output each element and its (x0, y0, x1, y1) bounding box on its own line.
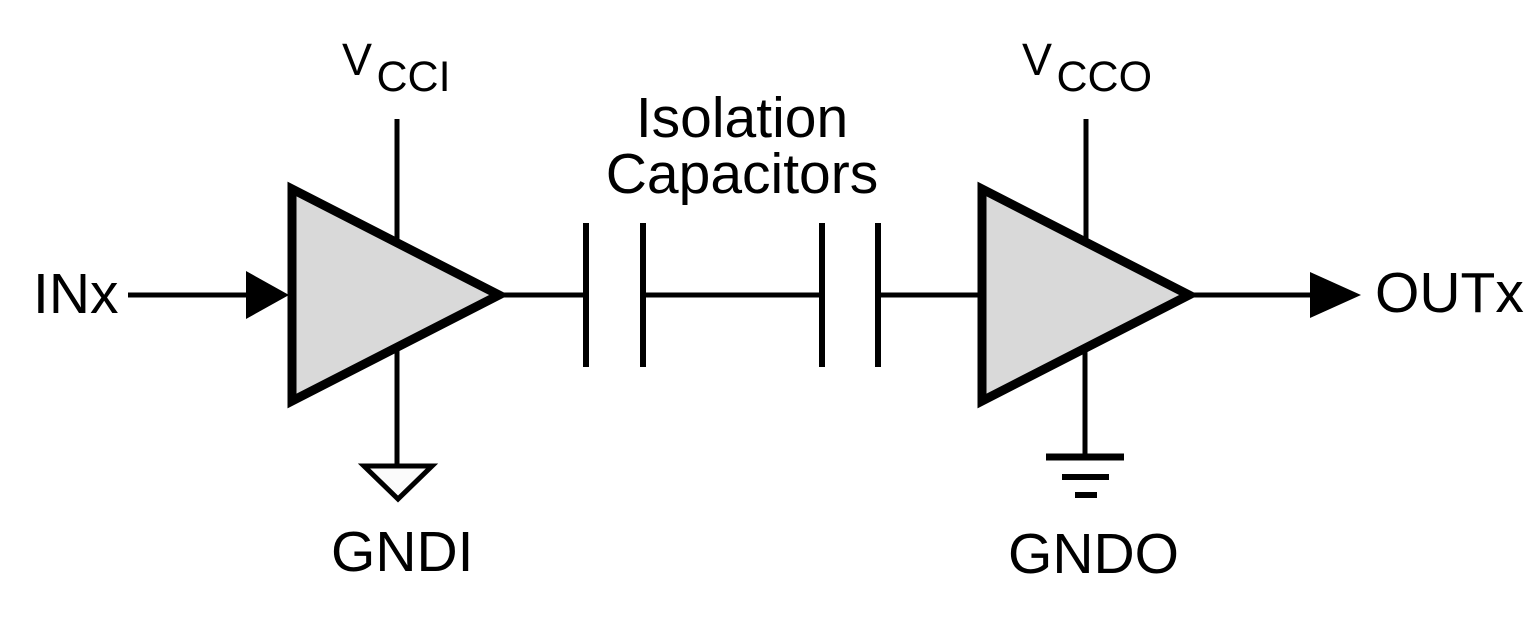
left-supply-label: V CCI (342, 34, 451, 101)
right-supply-label: V CCO (1022, 34, 1152, 101)
title-line-2: Capacitors (606, 142, 878, 206)
input-label: INx (33, 262, 119, 326)
title-line-1: Isolation (636, 86, 848, 150)
isolation-capacitor-1 (583, 223, 646, 367)
left-supply-main: V (342, 34, 372, 85)
input-buffer-triangle-icon (287, 181, 509, 409)
input-arrowhead-icon (246, 271, 289, 319)
output-buffer-triangle-icon (977, 181, 1199, 409)
output-label: OUTx (1375, 261, 1524, 325)
left-ground-label: GNDI (331, 520, 474, 584)
right-supply-subscript: CCO (1056, 53, 1152, 101)
isolation-capacitor-2 (819, 223, 881, 367)
earth-ground-icon (1046, 453, 1124, 498)
right-ground-label: GNDO (1008, 522, 1179, 586)
left-supply-subscript: CCI (376, 53, 450, 101)
right-supply-main: V (1022, 34, 1052, 85)
signal-ground-icon (357, 463, 439, 503)
title: Isolation Capacitors (606, 86, 878, 206)
output-arrowhead-icon (1310, 272, 1361, 318)
